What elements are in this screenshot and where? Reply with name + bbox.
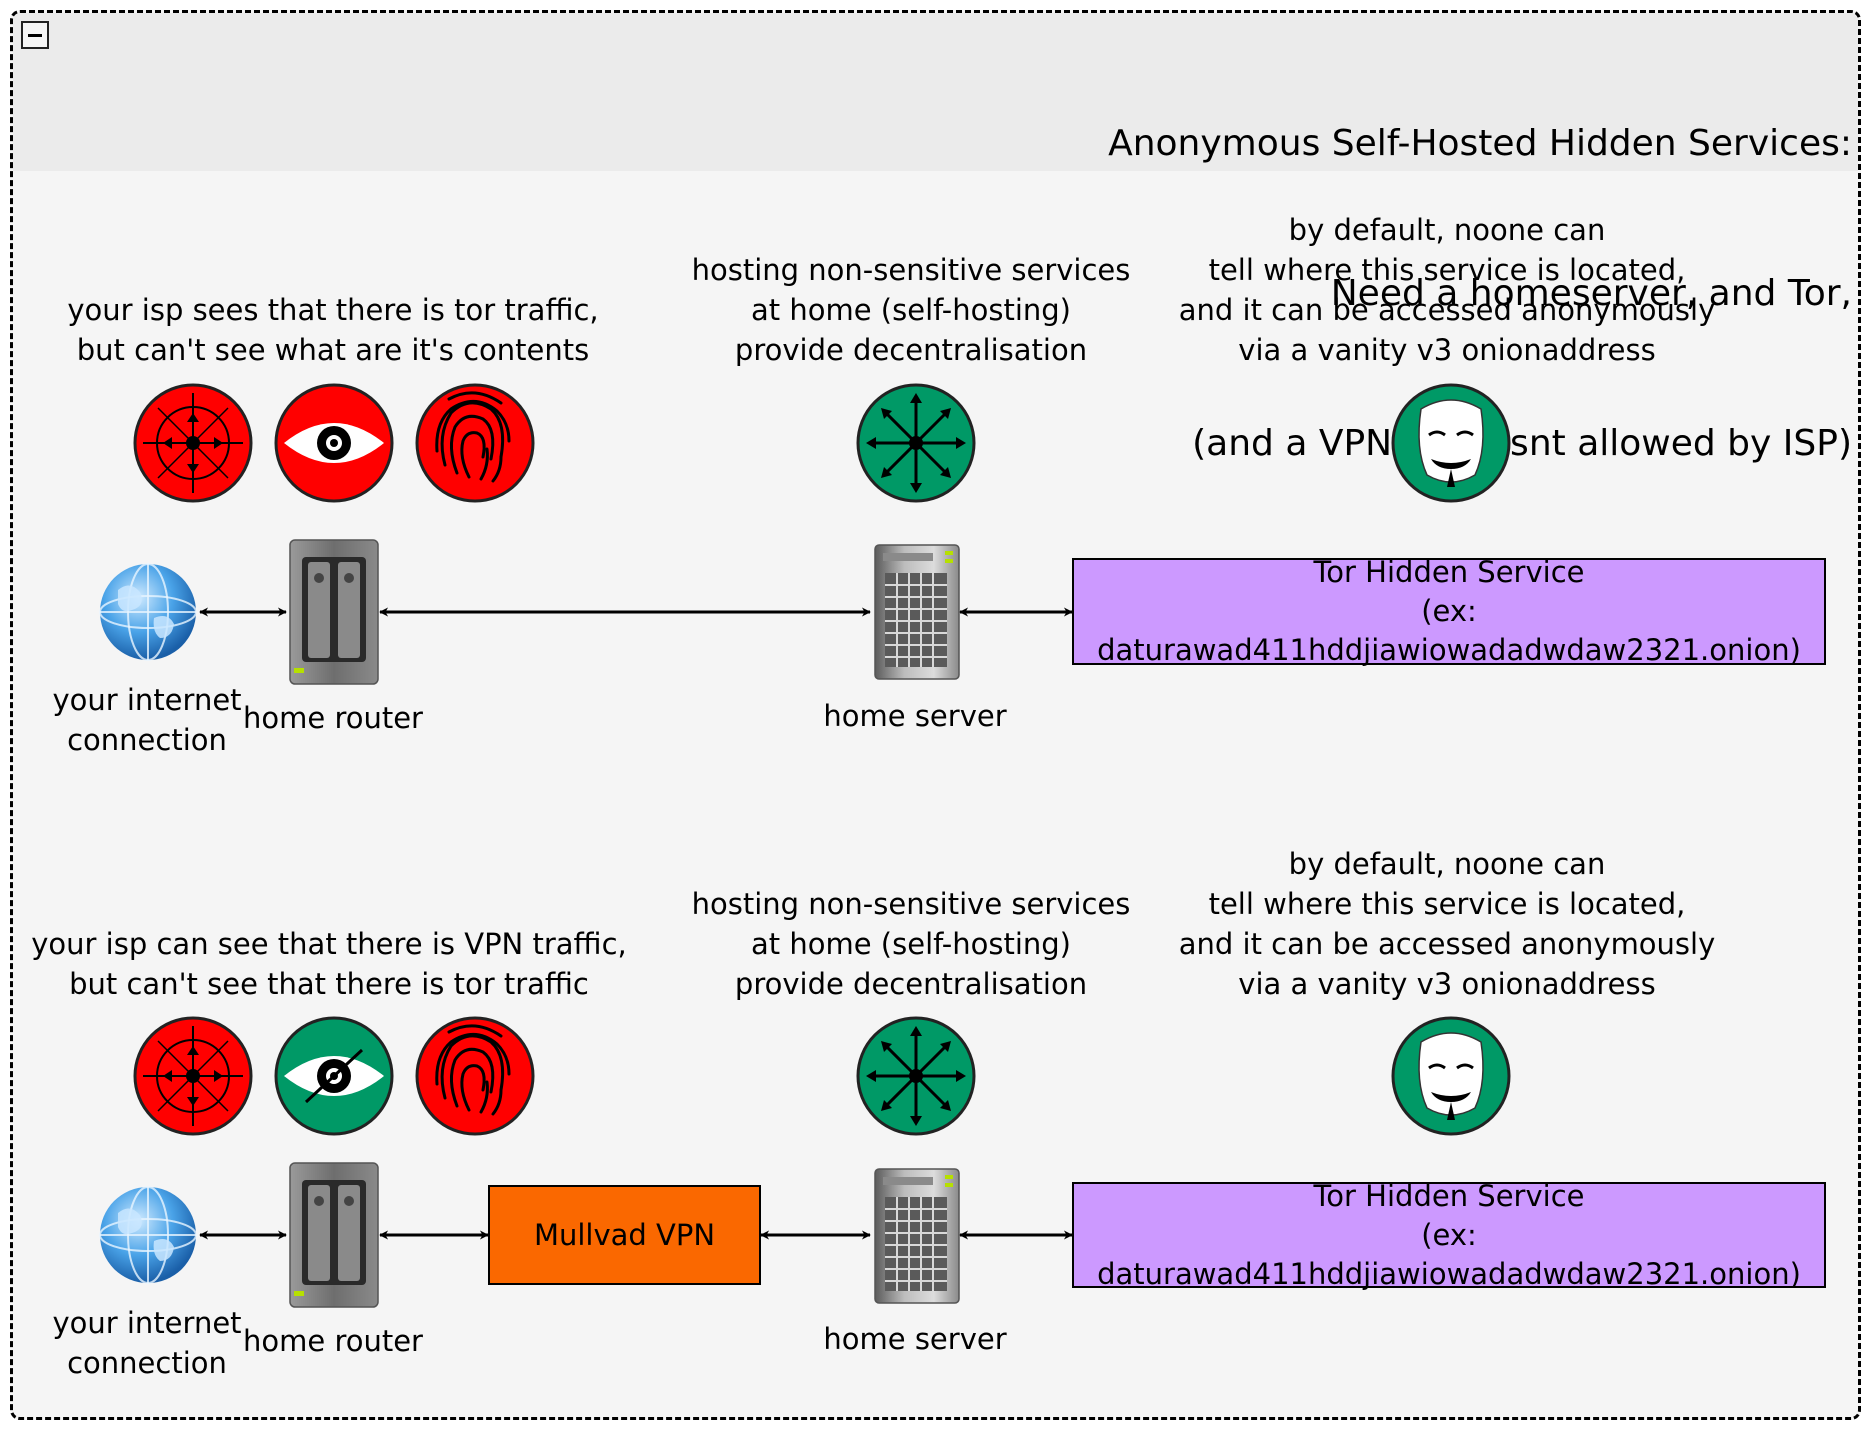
service-note-line: and it can be accessed anonymously — [1178, 293, 1716, 327]
service-note-line: via a vanity v3 onionaddress — [1238, 333, 1656, 367]
server-note-line: provide decentralisation — [734, 967, 1088, 1001]
server-icon — [874, 544, 960, 680]
internet-label-line: connection — [67, 723, 227, 757]
hidden-service-address: (ex: daturawad411hddjiawiowadadwdaw2321.… — [1097, 594, 1801, 667]
network-hub-icon — [856, 383, 976, 503]
mullvad-vpn-box[interactable]: Mullvad VPN — [488, 1185, 761, 1285]
server-note: hosting non-sensitive services at home (… — [692, 250, 1131, 370]
service-note-line: by default, noone can — [1288, 847, 1606, 881]
anonymous-mask-icon — [1391, 383, 1511, 503]
isp-note-line: but can't see that there is tor traffic — [69, 967, 589, 1001]
internet-label-line: your internet — [52, 683, 242, 717]
server-icon — [874, 1168, 960, 1304]
collapse-button[interactable] — [21, 21, 49, 49]
server-note-line: at home (self-hosting) — [751, 293, 1071, 327]
server-label: home server — [823, 1322, 1007, 1356]
internet-label-line: connection — [67, 1346, 227, 1380]
fingerprint-icon — [415, 1016, 535, 1136]
isp-note-line: but can't see what are it's contents — [76, 333, 590, 367]
network-hub-icon — [856, 1016, 976, 1136]
server-label: home server — [823, 699, 1007, 733]
router-label: home router — [243, 1324, 423, 1358]
router-icon — [289, 1162, 379, 1308]
group-title: Anonymous Self-Hosted Hidden Services: N… — [1108, 19, 1852, 569]
service-note-line: via a vanity v3 onionaddress — [1238, 967, 1656, 1001]
globe-icon — [99, 563, 197, 661]
isp-note-line: your isp can see that there is VPN traff… — [31, 927, 627, 961]
isp-note: your isp can see that there is VPN traff… — [31, 924, 626, 1004]
internet-label: your internet connection — [52, 680, 241, 760]
group-header: Anonymous Self-Hosted Hidden Services: N… — [13, 13, 1858, 464]
title-line: Need a homeserver, and Tor, — [1330, 273, 1852, 314]
hidden-service-title: Tor Hidden Service — [1313, 1178, 1585, 1213]
globe-icon — [99, 1186, 197, 1284]
eye-slashed-icon — [274, 1016, 394, 1136]
service-note: by default, noone can tell where this se… — [1179, 210, 1716, 370]
router-icon — [289, 539, 379, 685]
target-icon — [133, 1016, 253, 1136]
hidden-service-title: Tor Hidden Service — [1313, 555, 1585, 589]
service-note: by default, noone can tell where this se… — [1179, 844, 1716, 1004]
service-note-line: and it can be accessed anonymously — [1178, 927, 1716, 961]
server-note: hosting non-sensitive services at home (… — [692, 884, 1131, 1004]
service-note-line: tell where this service is located, — [1208, 253, 1686, 287]
router-label: home router — [243, 701, 423, 735]
server-note-line: hosting non-sensitive services — [691, 887, 1131, 921]
isp-note: your isp sees that there is tor traffic,… — [67, 290, 598, 370]
tor-hidden-service-box[interactable]: Tor Hidden Service (ex: daturawad411hddj… — [1072, 1179, 1826, 1291]
internet-label: your internet connection — [52, 1303, 241, 1383]
title-line: Anonymous Self-Hosted Hidden Services: — [1108, 123, 1852, 164]
target-icon — [133, 383, 253, 503]
anonymous-mask-icon — [1391, 1016, 1511, 1136]
server-note-line: at home (self-hosting) — [751, 927, 1071, 961]
internet-label-line: your internet — [52, 1306, 242, 1340]
hidden-service-address: (ex: daturawad411hddjiawiowadadwdaw2321.… — [1097, 1217, 1801, 1291]
fingerprint-icon — [415, 383, 535, 503]
service-note-line: tell where this service is located, — [1208, 887, 1686, 921]
server-note-line: provide decentralisation — [734, 333, 1088, 367]
service-note-line: by default, noone can — [1288, 213, 1606, 247]
eye-icon — [274, 383, 394, 503]
server-note-line: hosting non-sensitive services — [691, 253, 1131, 287]
tor-hidden-service-box[interactable]: Tor Hidden Service (ex: daturawad411hddj… — [1072, 555, 1826, 667]
isp-note-line: your isp sees that there is tor traffic, — [67, 293, 599, 327]
